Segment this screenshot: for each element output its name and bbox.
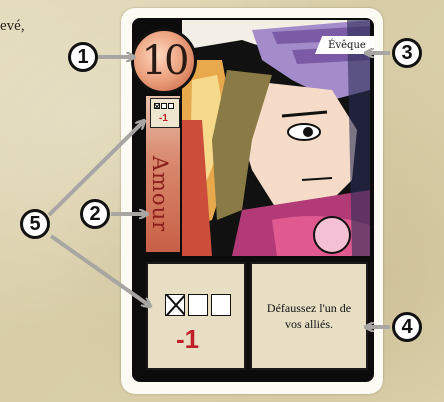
callout-badge-1: 1 [68, 42, 98, 72]
small-effect-value: -1 [159, 113, 168, 124]
small-checkbox-row [154, 103, 174, 109]
character-artwork [182, 20, 370, 256]
ability-text: Défaussez l'un de vos alliés. [258, 300, 360, 332]
cost-circle: 10 [131, 28, 197, 94]
effect-value: -1 [176, 324, 199, 355]
small-effect-box: -1 [150, 98, 180, 128]
card-title: Évêque [315, 36, 375, 54]
callout-badge-3: 3 [392, 38, 422, 68]
checkbox-crossed-icon [165, 294, 185, 316]
checkbox-row [165, 294, 231, 316]
callout-badge-2: 2 [80, 199, 110, 229]
ability-panel: Défaussez l'un de vos alliés. [250, 262, 368, 370]
affinity-text: Amour [148, 156, 172, 232]
background-text-fragment: evé, [0, 18, 25, 35]
affinity-label: Amour [145, 146, 175, 242]
small-checkbox-crossed-icon [154, 103, 160, 109]
small-checkbox-empty-icon [161, 103, 167, 109]
small-checkbox-empty-icon [168, 103, 174, 109]
callout-badge-4: 4 [392, 312, 422, 342]
callout-badge-5: 5 [20, 209, 50, 239]
effect-panel: -1 [146, 262, 246, 370]
checkbox-empty-icon [188, 294, 208, 316]
checkbox-empty-icon [211, 294, 231, 316]
character-illustration [182, 20, 370, 256]
